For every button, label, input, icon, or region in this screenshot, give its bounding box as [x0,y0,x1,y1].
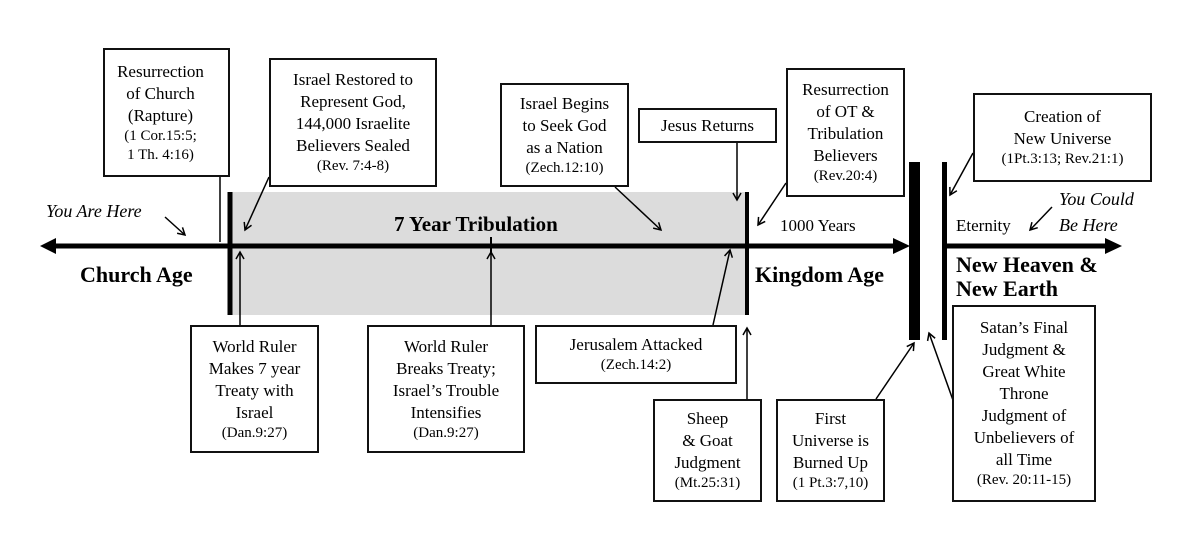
event-text: Believers Sealed [296,136,410,155]
event-text: of Church [126,83,195,103]
event-text: Satan’s Final [979,318,1069,337]
event-text: Represent God, [300,92,406,111]
jerusalem-attacked-arrow [712,248,734,326]
event-text: Unbelievers of [973,428,1075,447]
event-text: New Universe [1013,129,1112,148]
tribulation-period-shade [232,192,747,315]
event-text: Tribulation [807,124,884,143]
event-text: Jerusalem Attacked [569,335,703,354]
event-breaks-treaty: World Ruler Breaks Treaty; Israel’s Trou… [367,325,525,453]
event-israel-restored: Israel Restored to Represent God, 144,00… [269,58,437,187]
scripture-ref: (Zech.14:2) [600,357,672,373]
axis-left-arrow-icon [40,238,56,254]
scripture-ref: (Rev. 20:11-15) [976,472,1072,488]
you-could-be-here-label: You Could Be Here [1059,186,1134,238]
event-white-throne-judgment: Satan’s Final Judgment & Great White Thr… [952,305,1096,502]
event-resurrection-ot: Resurrection of OT & Tribulation Believe… [786,68,905,197]
event-text: Sheep [686,409,729,428]
new-heaven-label: New Heaven & New Earth [956,253,1098,301]
event-text: Believers [813,146,878,165]
event-sheep-goat-judgment: Sheep & Goat Judgment (Mt.25:31) [653,399,762,502]
new-universe-arrow [949,152,974,197]
scripture-ref: (Dan.9:27) [221,424,288,441]
you-could-be-here-arrow [1028,206,1053,232]
scripture-ref: (1Pt.3:13; Rev.21:1) [1001,151,1124,167]
scripture-ref: (1 Cor.15:5; [124,127,197,144]
eternity-start-divider [942,162,947,340]
event-text: Israel’s Trouble [392,380,500,400]
you-are-here-arrow [164,216,187,237]
event-text: World Ruler [212,336,297,356]
event-text: Judgment & [982,340,1066,359]
event-text: Israel [235,402,274,422]
israel-restored-arrow [243,176,270,232]
universe-burned-bar [909,162,920,340]
event-text: Intensifies [410,402,482,422]
event-text: Burned Up [792,453,869,472]
kingdom-age-label: Kingdom Age [755,262,884,287]
event-text: Jesus Returns [660,115,755,135]
white-throne-arrow [926,331,955,404]
event-text: Treaty with [215,380,294,400]
event-text: Judgment [674,453,741,472]
church-age-label: Church Age [80,262,193,287]
event-text: all Time [995,450,1053,469]
scripture-ref: (Mt.25:31) [674,475,741,491]
event-text: Resurrection [802,80,889,99]
event-jesus-returns: Jesus Returns [638,108,777,143]
resurrection-ot-arrow [757,182,787,227]
event-text: Creation of [1024,107,1101,126]
event-text: Judgment of [981,406,1067,425]
event-rapture: Resurrection of Church (Rapture) (1 Cor.… [103,48,230,177]
event-text: 144,000 Israelite [295,114,411,133]
scripture-ref: 1 Th. 4:16) [127,146,194,163]
tribulation-label: 7 Year Tribulation [394,212,558,236]
axis-right-arrow-icon [893,238,910,254]
scripture-ref: (Dan.9:27) [413,424,479,441]
event-text: Universe is [792,431,869,450]
event-new-universe: Creation of New Universe (1Pt.3:13; Rev.… [973,93,1152,182]
event-text: Breaks Treaty; [396,358,496,378]
israel-seeks-arrow [614,186,663,232]
you-could-line: You Could [1059,189,1134,209]
event-text: & Goat [682,431,733,450]
event-text: Throne [999,384,1049,403]
event-treaty: World Ruler Makes 7 year Treaty with Isr… [190,325,319,453]
universe-burned-arrow [875,341,915,400]
thousand-years-label: 1000 Years [780,216,856,235]
event-text: Israel Begins [519,93,610,113]
event-text: (Rapture) [127,105,194,125]
you-are-here-label: You Are Here [46,201,142,221]
eternity-label: Eternity [956,216,1011,235]
event-text: to Seek God [522,115,607,135]
event-israel-seeks-god: Israel Begins to Seek God as a Nation (Z… [500,83,629,187]
event-text: Great White [982,362,1066,381]
event-text: Israel Restored to [293,70,413,89]
scripture-ref: (Rev. 7:4-8) [316,158,390,174]
be-here-line: Be Here [1059,215,1118,235]
event-jerusalem-attacked: Jerusalem Attacked (Zech.14:2) [535,325,737,384]
new-earth-line: New Earth [956,276,1059,301]
new-heaven-line: New Heaven & [956,252,1098,277]
event-text: Makes 7 year [208,358,301,378]
event-text: World Ruler [403,336,489,356]
event-text: of OT & [816,102,875,121]
scripture-ref: (1 Pt.3:7,10) [792,475,869,491]
scripture-ref: (Zech.12:10) [525,159,604,176]
scripture-ref: (Rev.20:4) [813,168,878,184]
event-text: as a Nation [526,137,603,157]
event-text: Resurrection [117,61,204,81]
event-text: First [814,409,847,428]
event-universe-burned: First Universe is Burned Up (1 Pt.3:7,10… [776,399,885,502]
eternity-arrow-icon [1105,238,1122,254]
